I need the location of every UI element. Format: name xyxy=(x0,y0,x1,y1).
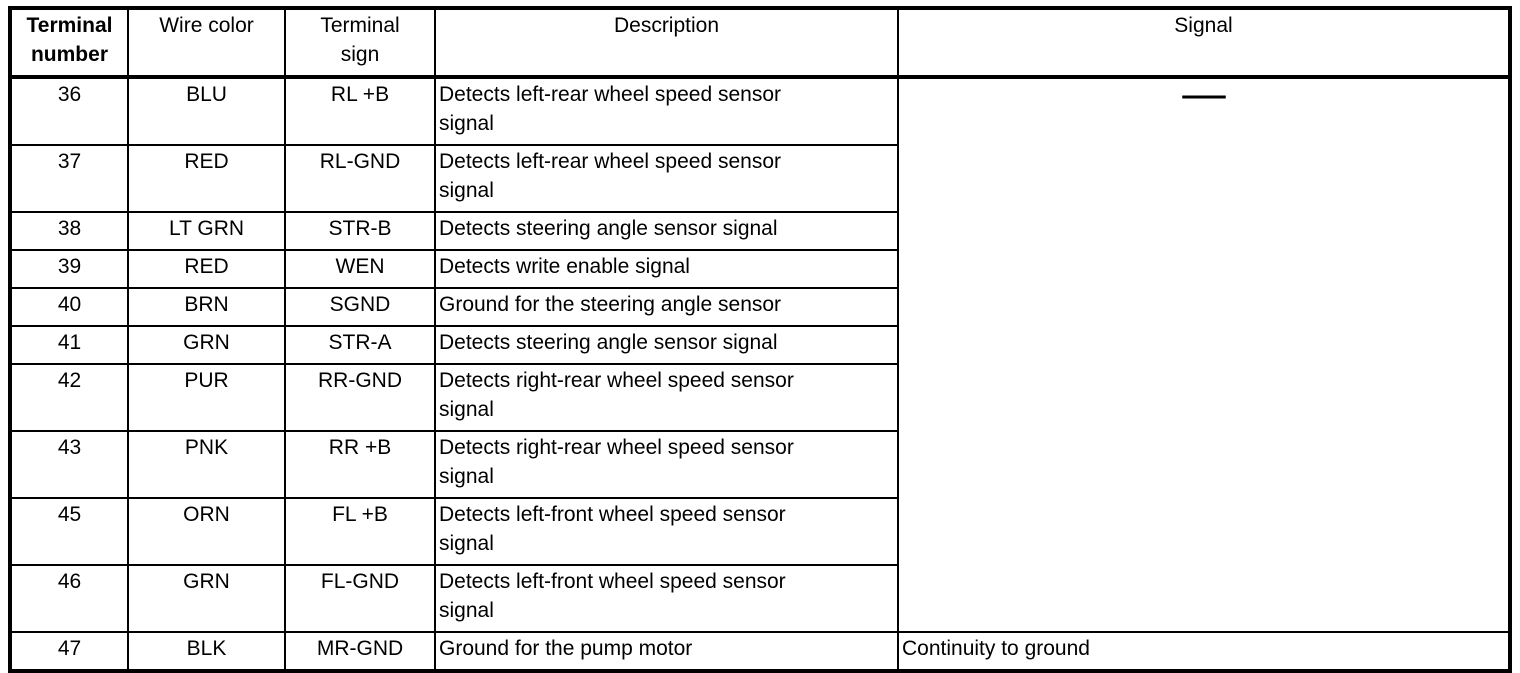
terminal-number-cell: 36 xyxy=(9,76,129,146)
table-row: 39 RED WEN Detects write enable signal xyxy=(9,248,1510,289)
terminal-number-cell: 41 xyxy=(9,324,129,365)
description-cell: Detects left-rear wheel speed sensor sig… xyxy=(434,76,899,146)
table-header: Terminal number Wire color Terminal sign… xyxy=(9,7,1511,79)
table-row: 42 PUR RR-GND Detects right-rear wheel s… xyxy=(9,362,1510,432)
table-row: 45 ORN FL +B Detects left-front wheel sp… xyxy=(9,496,1510,566)
header-wire-color: Wire color xyxy=(127,7,286,79)
terminal-sign-cell: STR-A xyxy=(284,324,436,365)
wire-color-cell: PUR xyxy=(127,362,286,432)
terminal-sign-cell: FL-GND xyxy=(284,563,436,633)
terminal-sign-cell: FL +B xyxy=(284,496,436,566)
terminal-sign-cell: SGND xyxy=(284,286,436,327)
description-cell: Ground for the pump motor xyxy=(434,630,899,672)
description-cell: Detects steering angle sensor signal xyxy=(434,210,899,251)
terminal-sign-cell: RR-GND xyxy=(284,362,436,432)
description-cell: Detects left-front wheel speed sensor si… xyxy=(434,496,899,566)
terminal-number-cell: 37 xyxy=(9,143,129,213)
wire-color-cell: LT GRN xyxy=(127,210,286,251)
wire-color-cell: BRN xyxy=(127,286,286,327)
terminal-number-cell: 42 xyxy=(9,362,129,432)
header-terminal-number: Terminal number xyxy=(9,7,129,79)
terminal-sign-cell: RL +B xyxy=(284,76,436,146)
terminal-spec-table: Terminal number Wire color Terminal sign… xyxy=(8,6,1512,673)
terminal-sign-cell: WEN xyxy=(284,248,436,289)
terminal-number-cell: 39 xyxy=(9,248,129,289)
wire-color-cell: PNK xyxy=(127,429,286,499)
table-row: 46 GRN FL-GND Detects left-front wheel s… xyxy=(9,563,1510,633)
no-signal-dash: — xyxy=(1181,79,1226,112)
description-cell: Detects right-rear wheel speed sensor si… xyxy=(434,429,899,499)
description-cell: Detects write enable signal xyxy=(434,248,899,289)
wire-color-cell: RED xyxy=(127,143,286,213)
wire-color-cell: RED xyxy=(127,248,286,289)
terminal-sign-cell: STR-B xyxy=(284,210,436,251)
table-row: 38 LT GRN STR-B Detects steering angle s… xyxy=(9,210,1510,251)
table-row: 41 GRN STR-A Detects steering angle sens… xyxy=(9,324,1510,365)
header-row: Terminal number Wire color Terminal sign… xyxy=(9,7,1511,79)
header-terminal-sign: Terminal sign xyxy=(284,7,436,79)
terminal-number-cell: 47 xyxy=(9,630,129,672)
description-cell: Detects steering angle sensor signal xyxy=(434,324,899,365)
description-cell: Detects right-rear wheel speed sensor si… xyxy=(434,362,899,432)
terminal-number-cell: 38 xyxy=(9,210,129,251)
wire-color-cell: GRN xyxy=(127,324,286,365)
wire-color-cell: BLK xyxy=(127,630,286,672)
signal-merged-cell: — xyxy=(897,76,1511,633)
signal-cell: Continuity to ground xyxy=(897,630,1511,672)
table-row: 40 BRN SGND Ground for the steering angl… xyxy=(9,286,1510,327)
header-signal: Signal xyxy=(897,7,1511,79)
wire-color-cell: BLU xyxy=(127,76,286,146)
table-row: 43 PNK RR +B Detects right-rear wheel sp… xyxy=(9,429,1510,499)
terminal-number-cell: 46 xyxy=(9,563,129,633)
terminal-number-cell: 45 xyxy=(9,496,129,566)
table-body: 36 BLU RL +B Detects left-rear wheel spe… xyxy=(9,76,1511,672)
table-row: 37 RED RL-GND Detects left-rear wheel sp… xyxy=(9,143,1510,213)
wire-color-cell: ORN xyxy=(127,496,286,566)
description-cell: Detects left-rear wheel speed sensor sig… xyxy=(434,143,899,213)
terminal-number-cell: 43 xyxy=(9,429,129,499)
terminal-sign-cell: MR-GND xyxy=(284,630,436,672)
description-cell: Detects left-front wheel speed sensor si… xyxy=(434,563,899,633)
wire-color-cell: GRN xyxy=(127,563,286,633)
terminal-sign-cell: RR +B xyxy=(284,429,436,499)
table-row: 36 BLU RL +B Detects left-rear wheel spe… xyxy=(9,76,1511,633)
terminal-number-cell: 40 xyxy=(9,286,129,327)
table-row: 47 BLK MR-GND Ground for the pump motor … xyxy=(9,630,1511,672)
header-description: Description xyxy=(434,7,899,79)
description-cell: Ground for the steering angle sensor xyxy=(434,286,899,327)
terminal-sign-cell: RL-GND xyxy=(284,143,436,213)
